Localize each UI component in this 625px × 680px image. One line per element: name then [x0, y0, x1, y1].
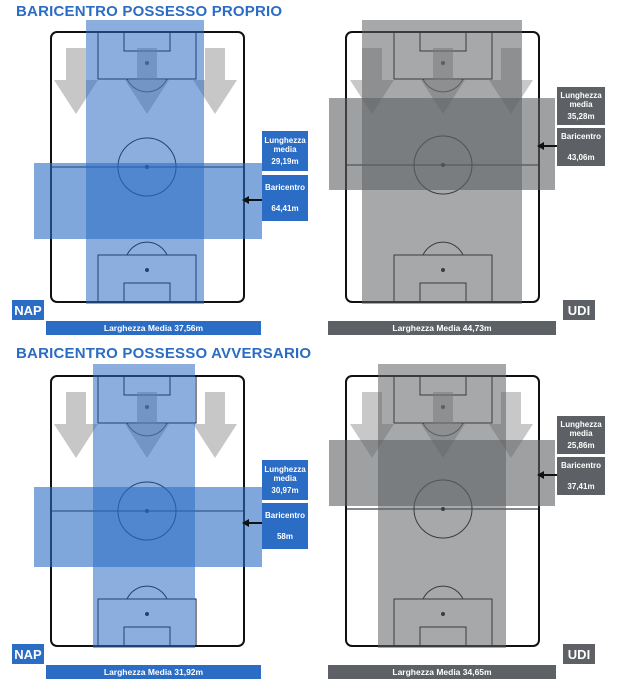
baricentro-badge: Baricentro 43,06m [557, 128, 605, 166]
team-tag-udi: UDI [563, 300, 595, 320]
lunghezza-media-badge: Lunghezza media 35,28m [557, 87, 605, 125]
larghezza-media-bar: Larghezza Media 44,73m [328, 321, 556, 335]
baricentro-label: Baricentro [264, 183, 305, 192]
lunghezza-media-badge: Lunghezza media 29,19m [262, 131, 308, 171]
lunghezza-value: 29,19m [271, 157, 299, 166]
lunghezza-value: 30,97m [271, 486, 299, 495]
lunghezza-label: Lunghezza media [264, 136, 306, 154]
baricentro-label: Baricentro [560, 461, 601, 470]
baricentro-value: 64,41m [271, 204, 299, 213]
lunghezza-value: 25,86m [567, 441, 595, 450]
attack-direction-arrows [54, 48, 237, 114]
lunghezza-label: Lunghezza media [560, 420, 602, 438]
baricentro-badge: Baricentro 64,41m [262, 175, 308, 221]
lunghezza-media-badge: Lunghezza media 25,86m [557, 416, 605, 454]
section-title-possesso-proprio: BARICENTRO POSSESSO PROPRIO [16, 3, 283, 20]
length-band [34, 163, 262, 239]
section-title-possesso-avversario: BARICENTRO POSSESSO AVVERSARIO [16, 345, 312, 362]
team-tag-nap: NAP [12, 644, 44, 664]
baricentro-value: 37,41m [567, 482, 595, 491]
team-tag-nap: NAP [12, 300, 44, 320]
baricentro-badge: Baricentro 37,41m [557, 457, 605, 495]
pitch-lines [50, 31, 245, 303]
larghezza-media-bar: Larghezza Media 34,65m [328, 665, 556, 679]
lunghezza-label: Lunghezza media [264, 465, 306, 483]
baricentro-badge: Baricentro 58m [262, 503, 308, 549]
baricentro-value: 43,06m [567, 153, 595, 162]
team-tag-udi: UDI [563, 644, 595, 664]
baricentro-value: 58m [276, 532, 293, 541]
width-band [86, 20, 204, 304]
lunghezza-label: Lunghezza media [560, 91, 602, 109]
lunghezza-media-badge: Lunghezza media 30,97m [262, 460, 308, 500]
baricentro-label: Baricentro [264, 511, 305, 520]
larghezza-media-bar: Larghezza Media 31,92m [46, 665, 261, 679]
lunghezza-value: 35,28m [567, 112, 595, 121]
baricentro-label: Baricentro [560, 132, 601, 141]
larghezza-media-bar: Larghezza Media 37,56m [46, 321, 261, 335]
